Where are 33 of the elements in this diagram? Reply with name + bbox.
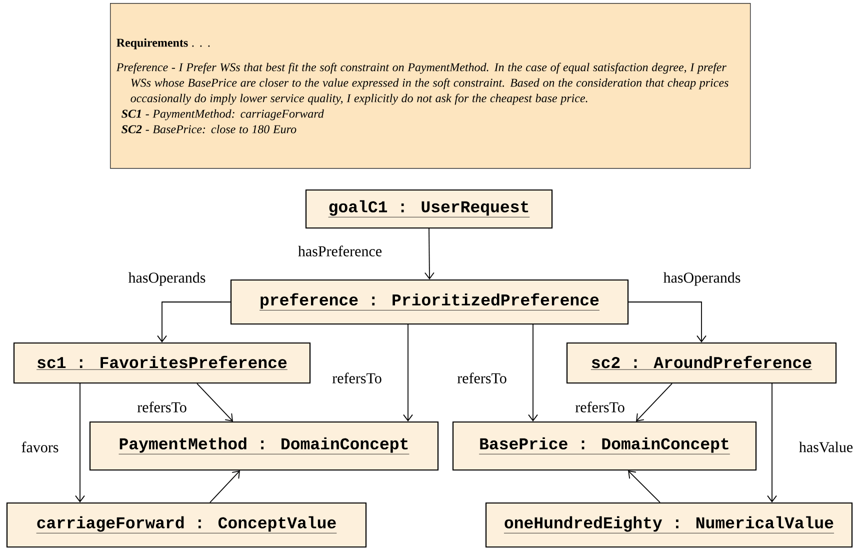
edge-label: favors (22, 442, 58, 452)
requirement-text: Preference - I Prefer WSs that best fit the soft constraint on PaymentMethod. In the case of equal satisfaction degree, I prefer WSs whose BasePrice are closer to the value expressed in the soft constraint. Based on the consideration that cheap prices occasionally do imply lower service quality, I explicitly do not ask for the cheapest base price. (116, 62, 728, 105)
arrow (210, 470, 240, 503)
arrow (628, 302, 706, 342)
requirements-box (110, 3, 751, 169)
arrow (636, 383, 672, 422)
edge-label: refersTo (457, 372, 506, 384)
arrow (157, 302, 231, 342)
object-box: preference : PrioritizedPreference (230, 279, 629, 325)
arrow (628, 470, 660, 503)
object-box: BasePrice : DomainConcept (452, 421, 757, 471)
arrow (196, 383, 233, 422)
object-box: goalC1 : UserRequest (305, 189, 553, 229)
edge-label: hasOperands (663, 272, 740, 286)
constraint-line: SC1 - PaymentMethod: carriageForward (122, 109, 324, 120)
edge-label: refersTo (332, 372, 382, 384)
object-box: oneHundredEighty : NumericalValue (485, 502, 853, 548)
object-box: carriageForward : ConceptValue (6, 502, 367, 548)
constraint-line: SC2 - BasePrice: close to 180 Euro (122, 124, 296, 134)
object-box: sc2 : AroundPreference (566, 342, 837, 384)
edge-label: hasPreference (298, 246, 382, 256)
edge-label: hasValue (799, 442, 853, 452)
arrow (528, 324, 538, 422)
heading: Requirements . . . (116, 38, 210, 50)
object-box: PaymentMethod : DomainConcept (89, 421, 439, 471)
object-box: sc1 : FavoritesPreference (13, 342, 311, 384)
edge-label: hasOperands (128, 272, 206, 286)
edge-label: refersTo (137, 402, 186, 412)
arrow (75, 383, 85, 502)
edge-label: refersTo (575, 402, 624, 412)
arrow (767, 383, 777, 502)
arrow (403, 324, 413, 422)
arrow (424, 228, 434, 280)
